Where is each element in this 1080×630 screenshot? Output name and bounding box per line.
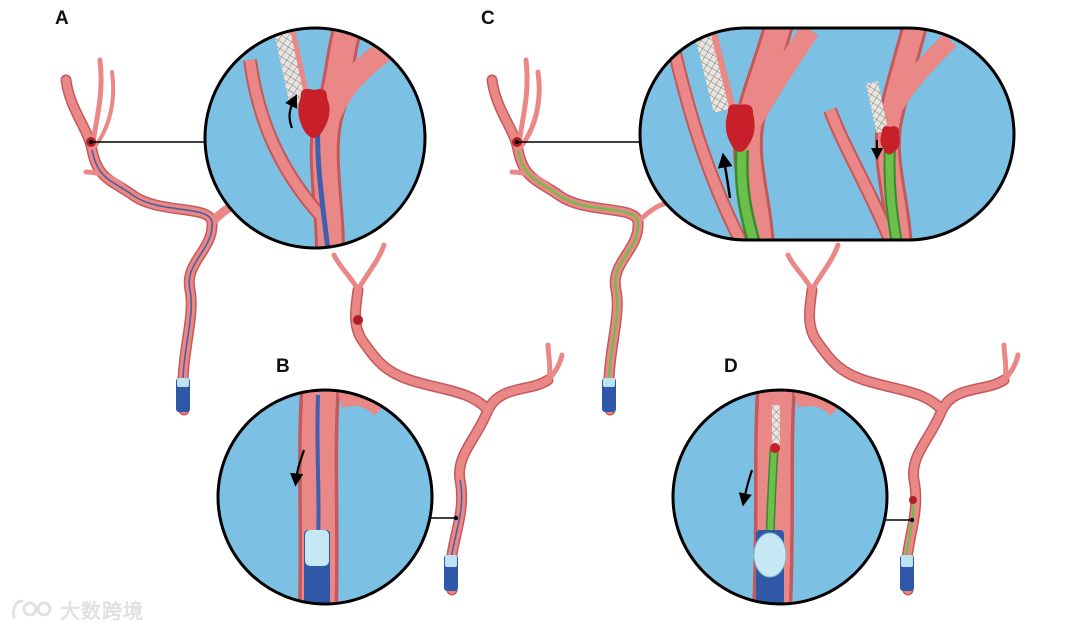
- panel-label-d: D: [724, 356, 738, 377]
- arrow-down-icon: [738, 469, 754, 507]
- arrow-up-icon: [717, 152, 733, 199]
- watermark-logo-icon: [12, 599, 52, 619]
- panel-a-vessel-tree: [60, 57, 243, 416]
- clot-d-magnified-icon: [770, 443, 780, 453]
- panel-label-c: C: [481, 8, 495, 29]
- panel-label-b: B: [276, 356, 290, 377]
- clot-b-icon: [353, 315, 363, 325]
- arrow-down-icon: [290, 449, 306, 487]
- watermark: 大数跨境: [10, 595, 144, 623]
- clot-d-icon: [909, 496, 917, 504]
- panel-a-magnifier: [203, 26, 427, 250]
- panel-c-magnifier: [638, 26, 1016, 242]
- stent-retriever-a-icon: [274, 29, 306, 106]
- clot-c-magnified-icon: [725, 104, 755, 152]
- panel-b-vessel-tree: [331, 242, 565, 596]
- stent-retriever-c2-icon: [865, 81, 889, 133]
- clot-a-magnified-icon: [298, 88, 330, 138]
- panel-d-vessel-tree: [785, 242, 1021, 596]
- panel-d-magnifier: [671, 388, 889, 606]
- clot-c2-magnified-icon: [880, 126, 900, 155]
- panel-c-vessel-tree: [486, 57, 667, 416]
- arrow-up-icon: [285, 94, 297, 129]
- watermark-text: 大数跨境: [60, 598, 144, 623]
- panel-label-a: A: [55, 8, 69, 29]
- panel-b-magnifier: [216, 388, 434, 606]
- stent-retriever-d-icon: [772, 405, 780, 445]
- stent-retriever-c-icon: [694, 31, 730, 113]
